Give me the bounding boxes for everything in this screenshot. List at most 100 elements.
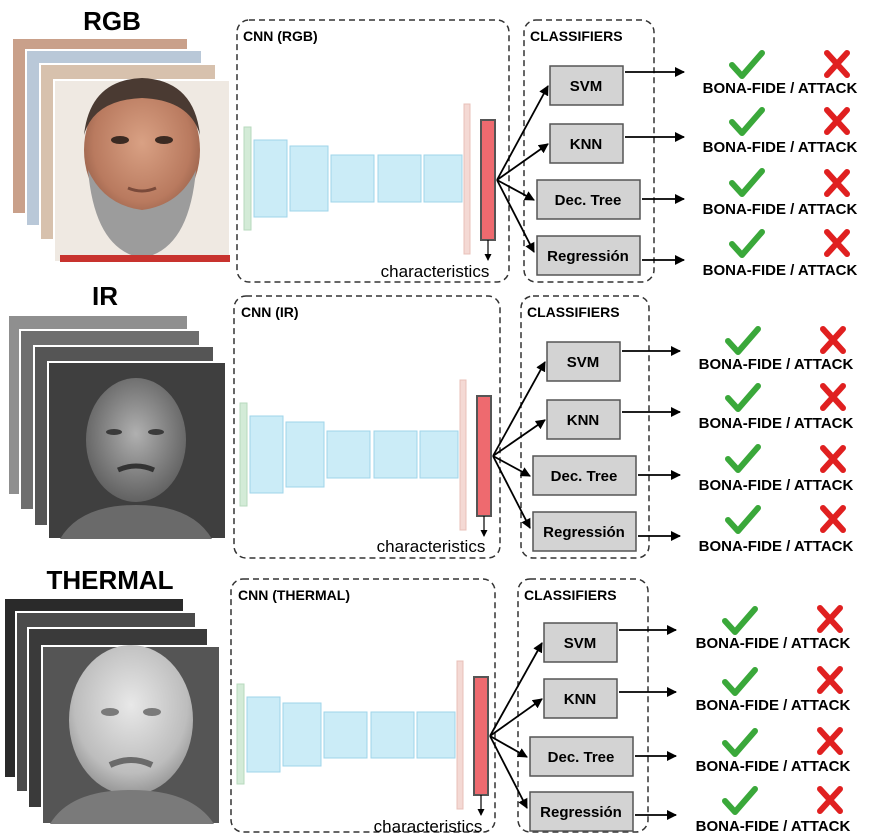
row-rgb: RGB CNN (RGB): [11, 6, 858, 283]
result-label: BONA-FIDE / ATTACK: [696, 818, 851, 835]
feature-to-classifier-arrows: [492, 361, 546, 529]
result-item: BONA-FIDE / ATTACK: [699, 383, 854, 432]
classifier-label: SVM: [567, 354, 600, 371]
ir-image-stack: [7, 314, 227, 540]
classifier-svm: SVM: [543, 622, 618, 663]
cross-icon: [820, 505, 846, 533]
input-layer: [243, 126, 252, 231]
flatten-layer: [456, 660, 464, 810]
result-label: BONA-FIDE / ATTACK: [696, 635, 851, 652]
result-item: BONA-FIDE / ATTACK: [696, 666, 851, 714]
result-label: BONA-FIDE / ATTACK: [703, 201, 858, 218]
modality-title: THERMAL: [46, 565, 173, 595]
results: BONA-FIDE / ATTACK BONA-FIDE / ATTACK BO…: [703, 50, 858, 279]
cross-icon: [820, 326, 846, 354]
classifier-label: KNN: [564, 691, 597, 708]
result-label: BONA-FIDE / ATTACK: [703, 139, 858, 156]
thermal-image-stack: [3, 597, 221, 825]
conv-layer-3: [326, 430, 371, 479]
conv-layer-2: [282, 702, 322, 767]
classifier-knn: KNN: [549, 123, 624, 164]
check-icon: [729, 168, 765, 197]
classifier-svm: SVM: [546, 341, 621, 382]
classifier-regression: Regressión: [536, 235, 641, 276]
classifier-to-result-arrows: [619, 625, 677, 820]
classifier-label: SVM: [564, 635, 597, 652]
rgb-face-image: [60, 78, 230, 262]
cnn-title: CNN (RGB): [243, 28, 318, 44]
result-label: BONA-FIDE / ATTACK: [696, 758, 851, 775]
check-icon: [725, 505, 761, 534]
conv-layer-4: [373, 430, 418, 479]
classifier-knn: KNN: [543, 678, 618, 719]
check-icon: [722, 728, 758, 757]
cross-icon: [824, 169, 850, 197]
result-label: BONA-FIDE / ATTACK: [703, 80, 858, 97]
cnn-layers: [236, 660, 489, 816]
classifier-label: KNN: [570, 136, 603, 153]
cross-icon: [817, 727, 843, 755]
conv-layer-1: [253, 139, 288, 218]
classifier-label: Regressión: [547, 248, 629, 265]
cross-icon: [820, 383, 846, 411]
check-icon: [722, 667, 758, 696]
cnn-box: [233, 295, 501, 559]
result-item: BONA-FIDE / ATTACK: [699, 505, 854, 555]
conv-layer-3: [330, 154, 375, 203]
result-item: BONA-FIDE / ATTACK: [696, 727, 851, 775]
result-item: BONA-FIDE / ATTACK: [696, 786, 851, 835]
conv-layer-5: [419, 430, 459, 479]
check-icon: [725, 326, 761, 355]
result-item: BONA-FIDE / ATTACK: [703, 168, 858, 218]
classifier-label: Dec. Tree: [551, 468, 618, 485]
cross-icon: [820, 445, 846, 473]
flatten-layer: [463, 103, 471, 255]
conv-layer-2: [289, 145, 329, 212]
result-item: BONA-FIDE / ATTACK: [699, 326, 854, 373]
classifier-regression: Regressión: [532, 511, 637, 552]
check-icon: [722, 786, 758, 815]
results: BONA-FIDE / ATTACK BONA-FIDE / ATTACK BO…: [696, 605, 851, 835]
cnn-box: [230, 578, 496, 833]
check-icon: [729, 229, 765, 258]
ir-face-image: [60, 378, 212, 539]
cross-icon: [824, 107, 850, 135]
cnn-title: CNN (THERMAL): [238, 587, 350, 603]
result-item: BONA-FIDE / ATTACK: [703, 107, 858, 156]
classifier-svm: SVM: [549, 65, 624, 106]
classifier-label: Regressión: [543, 524, 625, 541]
classifier-label: Dec. Tree: [555, 192, 622, 209]
classifier-label: KNN: [567, 412, 600, 429]
row-thermal: THERMAL CNN (THERMAL): [3, 565, 851, 836]
check-icon: [725, 383, 761, 412]
check-icon: [722, 606, 758, 635]
conv-layer-2: [285, 421, 325, 488]
cross-icon: [817, 666, 843, 694]
conv-layer-1: [249, 415, 284, 494]
cnn-box: [236, 19, 510, 283]
characteristics-label: characteristics: [377, 537, 486, 556]
classifiers-title: CLASSIFIERS: [524, 587, 617, 603]
classifier-label: Regressión: [540, 804, 622, 821]
thermal-face-image: [50, 645, 214, 824]
cross-icon: [817, 605, 843, 633]
classifier-to-result-arrows: [625, 67, 685, 265]
rgb-image-stack: [11, 37, 231, 263]
conv-layer-4: [370, 711, 415, 759]
feature-vector: [476, 395, 492, 517]
cnn-title: CNN (IR): [241, 304, 299, 320]
flatten-layer: [459, 379, 467, 531]
conv-layer-3: [323, 711, 368, 759]
check-icon: [729, 50, 765, 79]
conv-layer-1: [246, 696, 281, 773]
result-item: BONA-FIDE / ATTACK: [696, 605, 851, 652]
result-label: BONA-FIDE / ATTACK: [703, 262, 858, 279]
classifier-dec-tree: Dec. Tree: [532, 455, 637, 496]
result-label: BONA-FIDE / ATTACK: [696, 697, 851, 714]
feature-to-classifier-arrows: [496, 85, 549, 253]
classifier-regression: Regressión: [529, 791, 634, 832]
conv-layer-5: [423, 154, 463, 203]
input-layer: [239, 402, 248, 507]
cnn-layers: [239, 379, 492, 537]
